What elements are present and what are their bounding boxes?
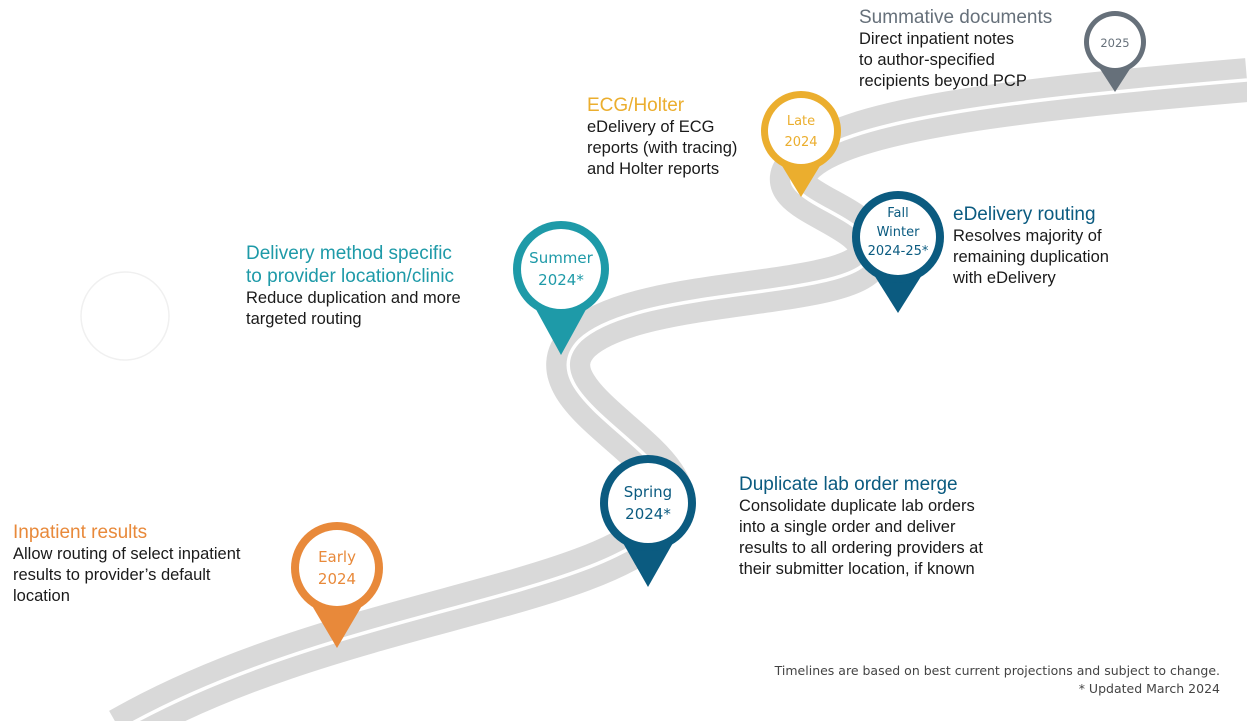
milestone-description: Direct inpatient notes to author-specifi… [859,30,1027,90]
pin-label-line1: Late [787,114,815,129]
pin-label-line2: 2024 [318,570,356,588]
milestone-edelivery-routing: eDelivery routing Resolves majority of r… [953,203,1153,289]
pin-label-line2: Winter [877,225,921,240]
pin-label-line1: 2025 [1100,36,1129,50]
pin-label-line1: Summer [529,249,593,267]
milestone-title: Summative documents [859,7,1053,28]
milestone-ecg-holter: ECG/Holter eDelivery of ECG reports (wit… [587,94,767,180]
decorative-circle [80,271,170,361]
pin-label-line1: Spring [624,483,672,501]
pin-label-line3: 2024-25* [868,244,929,259]
pin-label-line1: Early [318,548,356,566]
pin-late-2024: Late 2024 [761,91,841,197]
milestone-title: Inpatient results [13,522,148,543]
milestone-description: eDelivery of ECG reports (with tracing) … [587,118,738,178]
road-centerline [132,78,1247,721]
pin-label-line1: Fall [887,206,908,221]
milestone-inpatient-results: Inpatient results Allow routing of selec… [13,521,283,607]
milestone-title: Duplicate lab order merge [739,474,958,495]
milestone-description: Allow routing of select inpatient result… [13,545,241,605]
milestone-description: Consolidate duplicate lab orders into a … [739,497,983,578]
pin-early-2024: Early 2024 [291,522,383,648]
milestone-description: Reduce duplication and more targeted rou… [246,289,461,328]
milestone-title: eDelivery routing [953,204,1096,225]
milestone-description: Resolves majority of remaining duplicati… [953,227,1109,287]
milestone-title: ECG/Holter [587,95,685,116]
pin-fall-winter-2024-25: Fall Winter 2024-25* [852,191,944,313]
pin-label-line2: 2024* [625,505,671,523]
pin-summer-2024: Summer 2024* [513,221,609,355]
updated-note: * Updated March 2024 [1078,681,1220,696]
pin-2025: 2025 [1084,11,1146,92]
milestone-delivery-method: Delivery method specific to provider loc… [246,242,516,330]
milestone-summative-documents: Summative documents Direct inpatient not… [859,6,1089,92]
pin-spring-2024: Spring 2024* [600,455,696,587]
milestone-title: Delivery method specific to provider loc… [246,243,455,287]
pin-label-line2: 2024 [784,135,817,150]
milestone-duplicate-lab-order-merge: Duplicate lab order merge Consolidate du… [739,473,1039,580]
disclaimer-line: Timelines are based on best current proj… [774,663,1220,678]
pin-label-line2: 2024* [538,271,584,289]
timeline-disclaimer: Timelines are based on best current proj… [775,662,1220,698]
